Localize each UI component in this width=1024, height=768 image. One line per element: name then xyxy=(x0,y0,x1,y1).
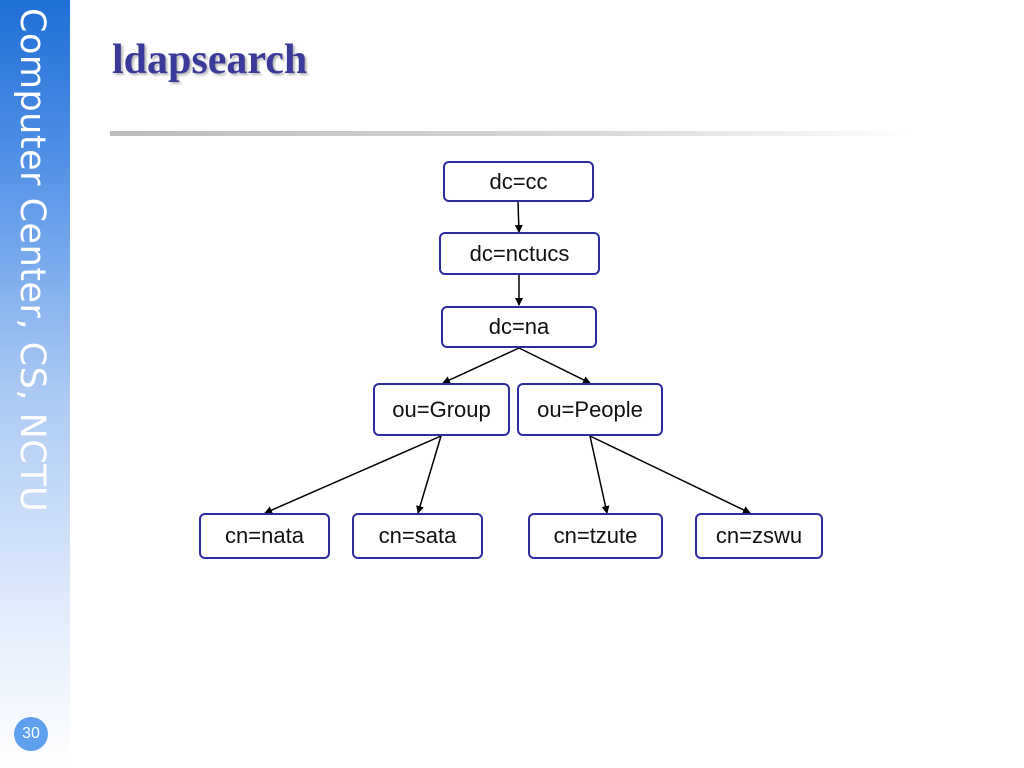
edge-ou-group-to-cn-sata xyxy=(416,435,442,514)
slide-title: ldapsearch xyxy=(112,37,308,83)
sidebar-org-text: Computer Center, CS, NCTU xyxy=(12,8,52,513)
page-number-badge: 30 xyxy=(14,717,48,751)
node-dc-cc: dc=cc xyxy=(443,161,594,202)
node-dc-na: dc=na xyxy=(441,306,597,348)
node-cn-nata: cn=nata xyxy=(199,513,330,559)
edge-ou-people-to-cn-tzute xyxy=(589,435,610,514)
node-cn-tzute: cn=tzute xyxy=(528,513,663,559)
edge-dc-na-to-ou-people xyxy=(518,347,591,384)
node-ou-people: ou=People xyxy=(517,383,663,436)
node-cn-zswu: cn=zswu xyxy=(695,513,823,559)
node-cn-sata: cn=sata xyxy=(352,513,483,559)
edge-ou-people-to-cn-zswu xyxy=(589,435,751,514)
title-divider xyxy=(110,131,915,136)
edge-dc-cc-to-dc-nctucs xyxy=(514,201,523,233)
edge-ou-group-to-cn-nata xyxy=(264,435,442,514)
sidebar: Computer Center, CS, NCTU 30 xyxy=(0,0,70,768)
node-ou-group: ou=Group xyxy=(373,383,510,436)
edge-dc-na-to-ou-group xyxy=(442,347,520,384)
node-dc-nctucs: dc=nctucs xyxy=(439,232,600,275)
